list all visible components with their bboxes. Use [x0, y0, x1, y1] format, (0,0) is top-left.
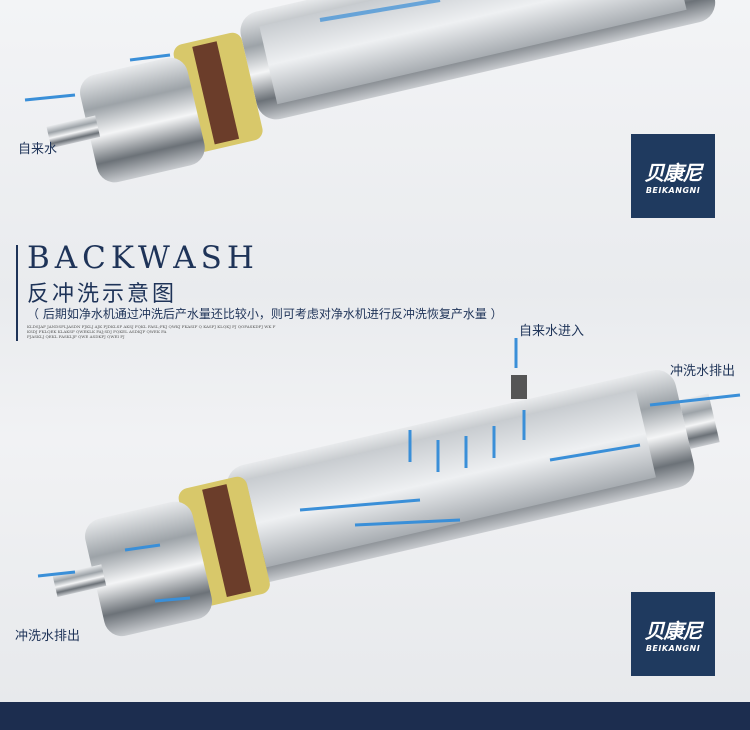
- label-flush-out-left: 冲洗水排出: [15, 629, 81, 644]
- section-title-cn: 反冲洗示意图: [27, 282, 178, 307]
- logo-cn: 贝康尼: [644, 161, 703, 185]
- brand-logo-bottom: 贝康尼 BEIKANGNI: [631, 592, 715, 676]
- section-subtitle: （ 后期如净水机通过冲洗后产水量还比较小，则可考虑对净水机进行反冲洗恢复产水量 …: [27, 307, 503, 321]
- logo-cn: 贝康尼: [644, 619, 703, 643]
- section-divider-line: [16, 245, 18, 341]
- filler-text-line: KLDSJAF JANDSFLJASDN FJKLJ AJK FJDKLSF A…: [27, 324, 276, 329]
- brand-logo-top: 贝康尼 BEIKANGNI: [631, 134, 715, 218]
- filler-text-line: KSDJ FKLQEK KLAKSF QWEKLK FAJ;SDJ FQKEL …: [27, 329, 167, 334]
- footer-bar: [0, 702, 750, 730]
- filler-text-line: FJASKLJ QEKL FASKLJF QWE ASDKFJ QWEI FJ: [27, 334, 125, 339]
- section-title-en: BACKWASH: [27, 240, 259, 276]
- label-tap-water: 自来水: [18, 142, 58, 157]
- label-water-in: 自来水进入: [519, 324, 585, 339]
- label-flush-out-right: 冲洗水排出: [670, 364, 736, 379]
- logo-en: BEIKANGNI: [645, 644, 701, 653]
- filter-cutaway-backwash: [37, 338, 741, 637]
- filter-cutaway-top: [24, 0, 716, 183]
- logo-en: BEIKANGNI: [645, 186, 701, 195]
